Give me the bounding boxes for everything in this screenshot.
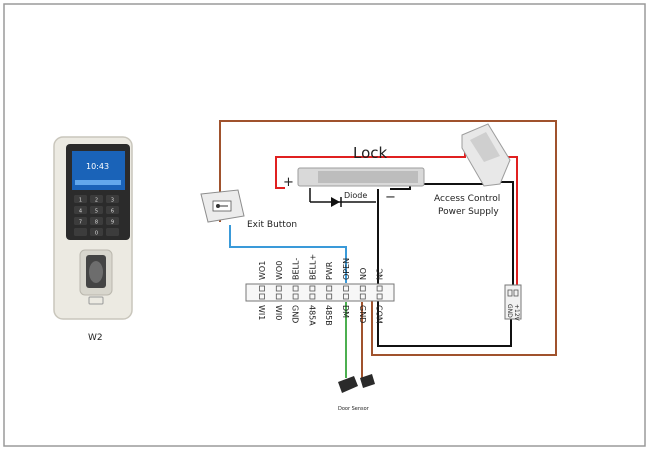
keypad-key — [74, 195, 87, 203]
brown-wire — [219, 120, 557, 356]
device-screen-time: 10:43 — [86, 162, 109, 171]
keypad-key-label: 7 — [79, 220, 82, 226]
terminal-top-row: WO1 WO0 BELL- BELL+ PWR OPEN NO NC — [258, 254, 385, 292]
keypad-key-label: 5 — [95, 209, 98, 215]
lock-plus-label: + — [283, 175, 294, 190]
keypad-key — [90, 228, 103, 236]
supply-terminal-gnd-label: GND — [506, 304, 513, 318]
exit-button-label: Exit Button — [247, 220, 297, 230]
keypad-key — [74, 217, 87, 225]
power-supply-label-1: Access Control — [434, 194, 500, 204]
lock-minus-label: − — [385, 190, 396, 205]
supply-terminal-block — [504, 284, 522, 320]
terminal-label-485b: 485B — [324, 305, 333, 326]
door-sensor-label: Door Sensor — [338, 406, 370, 412]
terminal-label-gnd: GND — [291, 305, 300, 323]
keypad-key — [106, 217, 119, 225]
w2-device: 10:43 1 2 3 4 5 6 7 8 9 0 W2 — [53, 136, 133, 343]
keypad-key-label: 1 — [79, 198, 82, 204]
terminal-screw-top — [309, 285, 316, 292]
terminal-label-gnd: GND — [358, 305, 367, 323]
terminal-strip: WO1 WO0 BELL- BELL+ PWR OPEN NO NC WI1 WI0 GND 485… — [245, 254, 395, 326]
keypad-key-label: 9 — [111, 220, 114, 226]
keypad-key-label: 4 — [79, 209, 82, 215]
supply-terminal-gnd — [507, 289, 513, 297]
keypad-key-label: 0 — [95, 231, 98, 237]
keypad-key-label: 2 — [95, 198, 98, 204]
keypad-key — [90, 217, 103, 225]
keypad-key — [106, 228, 119, 236]
terminal-screw-bottom — [275, 293, 282, 300]
power-supply: Access Control Power Supply GND +12V — [434, 123, 522, 322]
fingerprint-window — [89, 261, 103, 283]
keypad-key — [106, 195, 119, 203]
keypad-key — [90, 206, 103, 214]
door-sensor: Door Sensor — [338, 374, 375, 412]
outer-border — [3, 3, 646, 447]
terminal-screw-bottom — [292, 293, 299, 300]
terminal-screw-bottom — [326, 293, 333, 300]
terminal-screw-bottom — [376, 293, 383, 300]
lock-label: Lock — [353, 144, 388, 162]
terminal-label-no: NO — [359, 268, 368, 280]
device-screen-bar — [75, 180, 121, 185]
terminal-screw-top — [359, 285, 366, 292]
device-card-indicator — [88, 296, 104, 305]
device-keypad: 1 2 3 4 5 6 7 8 9 0 — [74, 195, 119, 237]
black-wire-supply-gnd — [500, 181, 514, 290]
terminal-screw-top — [376, 285, 383, 292]
exit-button-device: Exit Button — [200, 189, 297, 230]
terminal-screw-bottom — [259, 293, 265, 300]
terminal-label-wo1: WO1 — [258, 261, 267, 280]
terminal-screw-top — [292, 285, 299, 292]
terminal-label-open: OPEN — [342, 258, 351, 280]
exit-key-icon — [216, 204, 220, 208]
terminal-label-wi0: WI0 — [274, 305, 283, 320]
door-sensor-right — [360, 374, 375, 388]
power-supply-face — [470, 132, 500, 162]
terminal-screw-top — [343, 285, 349, 292]
keypad-key-label: 8 — [95, 220, 98, 226]
terminal-label-com: COM — [375, 305, 384, 324]
terminal-screw-top — [275, 285, 282, 292]
terminal-screw-bottom — [359, 293, 366, 300]
terminal-label-bell: BELL+ — [308, 254, 317, 280]
terminal-label-bell: BELL- — [292, 258, 301, 280]
terminal-screw-bottom — [309, 293, 316, 300]
black-wire-com — [377, 300, 512, 347]
power-supply-label-2: Power Supply — [438, 207, 499, 217]
device-model-label: W2 — [88, 333, 103, 343]
keypad-key-label: 6 — [111, 209, 114, 215]
blue-wire-exit — [229, 225, 347, 283]
supply-terminal-dc-label: +12V — [513, 304, 520, 322]
lock-plate — [318, 171, 418, 183]
terminal-strip-body — [245, 283, 395, 302]
keypad-key-label: 3 — [111, 198, 114, 204]
keypad-key — [74, 206, 87, 214]
supply-terminal-dc — [513, 289, 519, 297]
terminal-label-wi1: WI1 — [257, 305, 266, 320]
keypad-key — [106, 206, 119, 214]
terminal-screw-top — [326, 285, 333, 292]
terminal-screw-bottom — [343, 293, 349, 300]
terminal-label-dm: DM — [341, 305, 350, 318]
keypad-key — [74, 228, 87, 236]
terminal-label-485a: 485A — [307, 305, 316, 326]
magnetic-lock: Lock + − Diode — [283, 144, 425, 205]
terminal-label-nc: NC — [376, 268, 385, 280]
diode-label: Diode — [344, 191, 367, 200]
terminal-bottom-row: WI1 WI0 GND 485A 485B DM GND COM — [257, 293, 384, 326]
diode-symbol — [331, 197, 340, 207]
terminal-screw-top — [259, 285, 265, 292]
terminal-label-wo0: WO0 — [275, 261, 284, 280]
keypad-key — [90, 195, 103, 203]
terminal-label-pwr: PWR — [325, 261, 334, 280]
door-sensor-left — [338, 376, 358, 393]
